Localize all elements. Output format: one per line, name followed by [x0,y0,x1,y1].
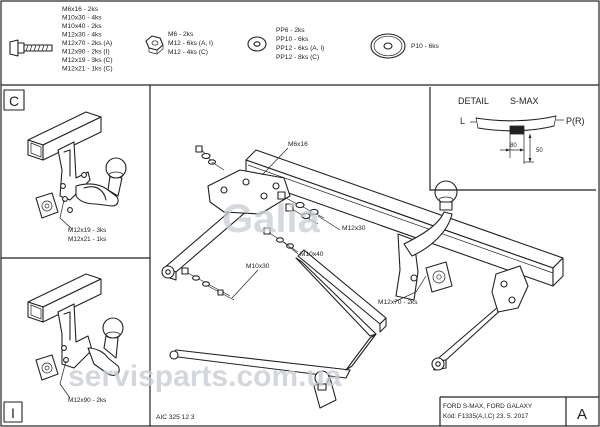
left-bracket-plate [207,169,291,215]
right-side-arm [431,295,517,371]
galia-logo-watermark: Galia [222,197,321,241]
panel-c-beam [27,111,102,161]
detail-model: S-MAX [510,96,539,106]
panel-i-towball [87,317,124,376]
washer-spec-0: PP6 - 2ks [276,27,305,34]
bolt-spec-0: M6x16 - 2ks [62,6,99,13]
bolt-spec-6: M12x19 - 3ks (C) [62,57,113,64]
leader-m6x16 [261,147,289,176]
washer-spec-3: PP12 - 8ks (C) [276,54,319,61]
panel-c-leader [59,199,73,230]
large-washer-icon [370,33,406,59]
detail-right-label: P(R) [566,116,585,126]
right-bracket-plate [491,265,529,313]
detail-bumper-top [475,115,557,122]
m12x30-bolts [277,191,325,225]
bolt-spec-7: M12x21 - 1ks (C) [62,66,113,73]
washer-spec-1: PP10 - 6ks [276,36,309,43]
nut-spec-1: M12 - 6ks (A, I) [168,40,213,47]
panel-c-letter: C [9,93,19,109]
nut-icon [145,35,164,55]
leader-m10x40 [283,241,299,255]
m10x40-bolts [263,227,299,253]
panel-i-socket [35,354,59,381]
panel-i-bracket [57,303,93,369]
detail-title: DETAIL [458,96,489,106]
panel-c-callout-1: M12x19 - 3ks [68,227,106,234]
panel-i-beam [27,273,102,323]
panel-c-bolts [60,172,87,213]
detail-left-label: L [460,116,465,126]
leader-m10x30 [231,269,259,299]
parts-list: M6x16 - 2ks M10x30 - 4ks M10x40 - 2ks M1… [9,6,440,73]
bolt-spec-5: M12x90 - 2ks (I) [62,49,110,56]
detail-dim-80: 80 [510,143,517,149]
bolt-spec-2: M10x40 - 2ks [62,23,102,30]
main-towball [395,180,458,301]
bolt-icon [9,39,53,57]
panel-i-letter-box [3,401,23,423]
panel-i-callout: M12x90 - 2ks [68,397,106,404]
washer-spec-2: PP12 - 6ks (A, I) [276,45,324,52]
panel-i-leader [59,360,71,399]
panel-i: I M12x90 - 2ks [3,273,124,423]
lower-frame [169,249,387,379]
title-block: FORD S-MAX, FORD GALAXY Kód: F1335(A,I,C… [439,396,599,426]
panel-i-bolts [61,345,69,363]
panel-c-callout-2: M12x21 - 1ks [68,236,106,243]
site-watermark: servisparts.com.ua [68,360,342,393]
bolt-spec-3: M12x30 - 4ks [62,32,102,39]
leader-m12x70 [393,275,427,303]
washer-icon [247,36,267,52]
panel-c-letter-box [3,89,25,111]
main-letter: A [577,406,587,423]
m10x30-bolts [181,267,235,301]
panel-c: C M [3,89,127,243]
detail-s-max: DETAIL S-MAX L P(R) 80 50 [429,87,596,191]
nut-spec-0: M6 - 2ks [168,31,194,38]
label-m12x70: M12x70 - 2ks [378,299,418,306]
nut-spec-2: M12 - 4ks (C) [168,49,208,56]
lower-towball [313,370,337,409]
panel-c-socket [35,192,59,219]
m6-bolt-stack [195,145,225,171]
label-m12x30: M12x30 [342,225,366,232]
panel-i-letter: I [11,405,15,421]
detail-frame [429,87,596,191]
drawing-code: AIC 325 12 3 [156,414,195,421]
title-vehicle: FORD S-MAX, FORD GALAXY [443,403,533,410]
large-washer-spec: P10 - 6ks [411,43,440,50]
leader-m12x30 [317,215,341,231]
bolt-spec-4: M12x70 - 2ks (A) [62,40,112,47]
main-socket [410,261,453,293]
bolt-spec-1: M10x30 - 4ks [62,15,102,22]
detail-dim-50: 50 [536,148,543,154]
title-kod: Kód: F1335(A,I,C) 23. 5. 2017 [443,413,529,420]
detail-cutout [509,125,525,135]
main-assembly: M6x16 M12x30 M10x40 M10x30 M12x70 - 2ks [161,141,564,409]
label-m6x16: M6x16 [288,141,308,148]
label-m10x30: M10x30 [246,263,270,270]
label-m10x40: M10x40 [300,251,324,258]
panel-c-towball [75,157,127,207]
